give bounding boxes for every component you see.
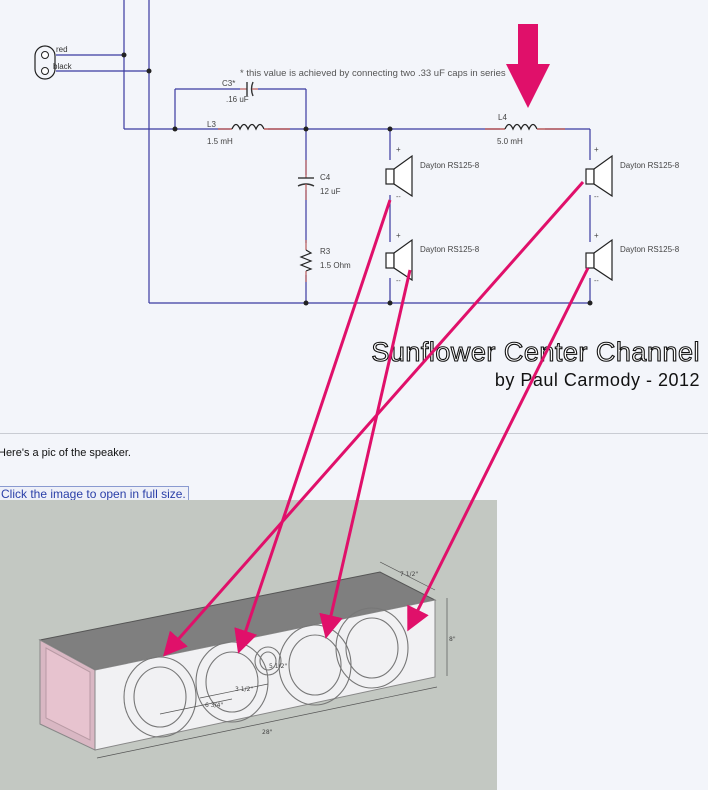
l4-name: L4 — [498, 113, 507, 122]
driver-4: + -- Dayton RS125-8 — [585, 231, 680, 285]
post-text: Here's a pic of the speaker. — [0, 447, 131, 459]
dim-width: 28" — [262, 729, 273, 736]
r3-name: R3 — [320, 247, 331, 256]
inductor-l3: L3 1.5 mH — [207, 120, 290, 146]
c4-name: C4 — [320, 173, 331, 182]
c4-value: 12 uF — [320, 187, 341, 196]
driver-2: + -- Dayton RS125-8 — [385, 231, 480, 285]
dim-d2: 6 3/4" — [205, 702, 223, 709]
svg-text:--: -- — [396, 194, 401, 201]
svg-text:+: + — [594, 231, 599, 240]
inductor-l4: L4 5.0 mH — [485, 113, 565, 146]
dim-d3: 5 1/2" — [269, 663, 287, 670]
dim-depth: 7 1/2" — [400, 571, 418, 578]
svg-text:--: -- — [594, 278, 599, 285]
capacitor-c4: C4 12 uF — [297, 160, 341, 200]
svg-text:+: + — [594, 145, 599, 154]
l3-value: 1.5 mH — [207, 137, 233, 146]
dim-height: 8" — [449, 636, 456, 643]
svg-text:--: -- — [594, 194, 599, 201]
driver-3: + -- Dayton RS125-8 — [585, 145, 680, 201]
r3-value: 1.5 Ohm — [320, 261, 351, 270]
svg-text:--: -- — [396, 278, 401, 285]
highlight-arrow — [506, 24, 550, 108]
c3-name: C3* — [222, 79, 235, 88]
driver-3-label: Dayton RS125-8 — [620, 161, 680, 170]
driver-1-label: Dayton RS125-8 — [420, 161, 480, 170]
svg-text:+: + — [396, 145, 401, 154]
dim-d1: 3 1/2" — [235, 686, 253, 693]
divider — [0, 433, 708, 434]
wires — [56, 0, 591, 304]
diagram-author: by Paul Carmody - 2012 — [495, 370, 700, 390]
driver-2-label: Dayton RS125-8 — [420, 245, 480, 254]
terminal-red-label: red — [56, 45, 68, 54]
l3-name: L3 — [207, 120, 216, 129]
l4-value: 5.0 mH — [497, 137, 523, 146]
diagram-title: Sunflower Center Channel — [371, 337, 700, 367]
driver-1: + -- Dayton RS125-8 — [385, 145, 480, 201]
capacitor-note: * this value is achieved by connecting t… — [240, 68, 506, 79]
crossover-schematic: red black C3* .16 uF * this value is ach… — [34, 0, 700, 390]
terminal-black-label: black — [53, 62, 73, 71]
driver-4-label: Dayton RS125-8 — [620, 245, 680, 254]
input-terminal: red black — [34, 45, 73, 80]
svg-text:+: + — [396, 231, 401, 240]
resistor-r3: R3 1.5 Ohm — [299, 240, 351, 282]
c3-value: .16 uF — [226, 95, 249, 104]
speaker-image[interactable]: 28" 8" 7 1/2" 3 1/2" 6 3/4" 5 1/2" — [0, 500, 497, 790]
capacitor-c3: C3* .16 uF — [222, 79, 258, 104]
